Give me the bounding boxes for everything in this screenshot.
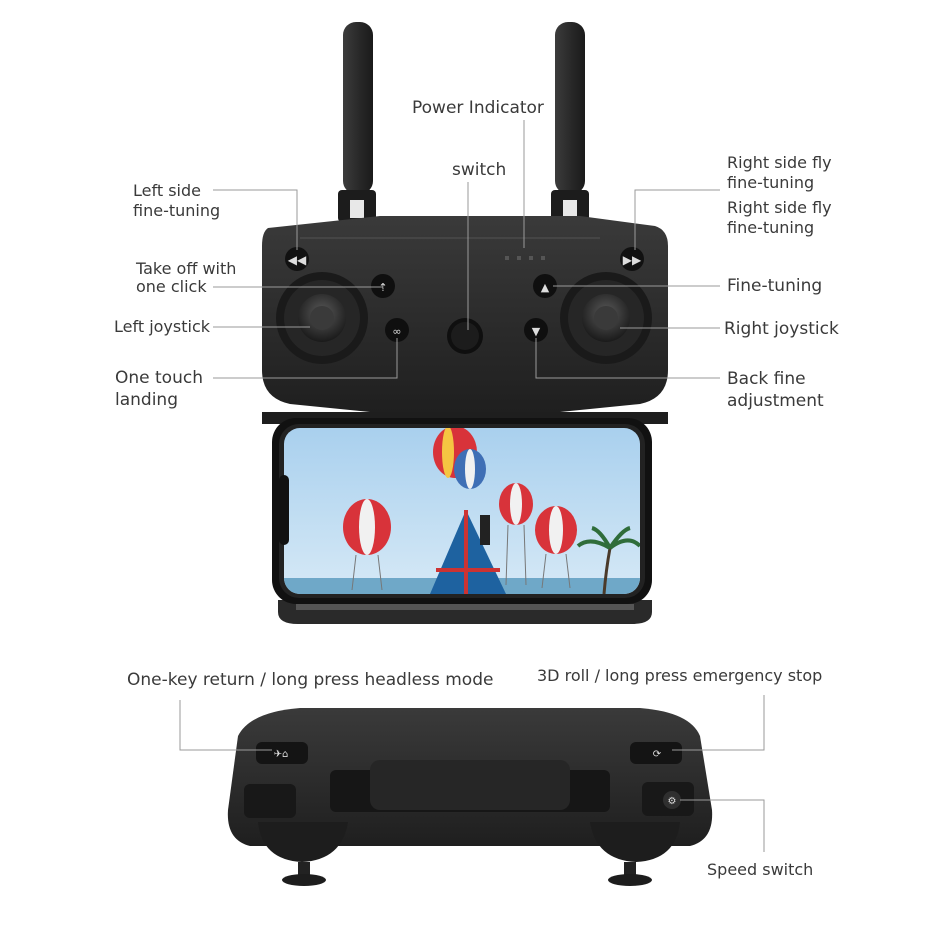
return-button-icon[interactable]: ✈⌂: [274, 749, 289, 760]
palm-tree: [576, 526, 640, 594]
left-joystick[interactable]: [276, 272, 368, 364]
back-fine-adjustment-label: Back fine adjustment: [727, 369, 824, 411]
phone: [272, 418, 652, 604]
3d-roll-label: 3D roll / long press emergency stop: [537, 666, 823, 685]
left-joystick-label: Left joystick: [114, 317, 211, 336]
back-fine-adjustment-button[interactable]: ▼: [524, 318, 548, 342]
svg-text:◀◀: ◀◀: [288, 253, 307, 267]
svg-text:▼: ▼: [532, 325, 541, 338]
balloon: [343, 499, 391, 591]
right-joystick[interactable]: [560, 272, 652, 364]
takeoff-button[interactable]: ⇡: [371, 274, 395, 298]
landing-button[interactable]: ∞: [385, 318, 409, 342]
svg-text:▲: ▲: [541, 281, 550, 294]
take-off-label: Take off with one click: [136, 259, 237, 296]
speed-switch-button[interactable]: [663, 791, 681, 809]
left-trim-button[interactable]: [285, 247, 309, 271]
controller-bottom-body: [227, 708, 713, 886]
balloon: [433, 428, 486, 489]
right-joystick-label: Right joystick: [724, 319, 839, 339]
fine-tuning-label: Fine-tuning: [727, 276, 823, 296]
right-trim-button[interactable]: [620, 247, 644, 271]
right-side-fly-label-1: Right side fly fine-tuning: [727, 153, 832, 192]
svg-text:⚙: ⚙: [668, 796, 677, 807]
left-antenna: [338, 22, 376, 222]
leader-lines: [179, 120, 765, 852]
svg-text:∞: ∞: [392, 325, 401, 338]
fine-tuning-button[interactable]: ▲: [533, 274, 557, 298]
right-antenna: [551, 22, 589, 222]
left-side-fine-tuning-label: Left side fine-tuning: [133, 181, 221, 220]
balloon: [499, 483, 533, 586]
power-indicator-label: Power Indicator: [412, 98, 544, 118]
right-side-fly-label-2: Right side fly fine-tuning: [727, 198, 832, 237]
controller-top-body: [262, 216, 668, 412]
roll-button-icon[interactable]: ⟳: [653, 749, 662, 760]
one-key-return-label: One-key return / long press headless mod…: [127, 670, 494, 690]
one-touch-landing-label: One touch landing: [115, 368, 203, 410]
power-switch-button[interactable]: [447, 318, 483, 354]
svg-text:▶▶: ▶▶: [623, 253, 642, 267]
speed-switch-label: Speed switch: [707, 860, 814, 879]
balloon: [535, 506, 577, 589]
switch-label: switch: [452, 160, 507, 180]
